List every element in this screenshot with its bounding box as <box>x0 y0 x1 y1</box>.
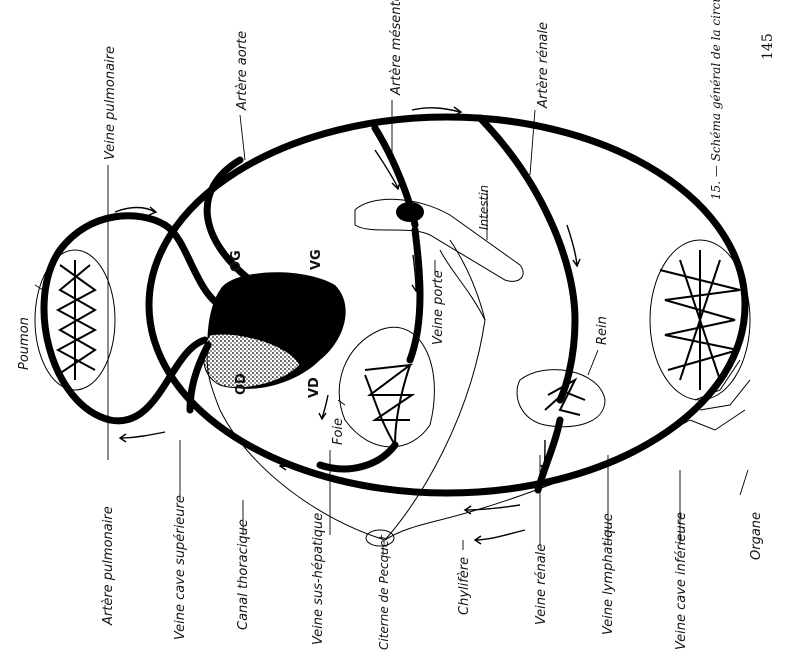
vg-label: VG <box>309 249 324 270</box>
veine-pulmonaire-label: Veine pulmonaire <box>103 46 118 160</box>
rein-label: Rein <box>595 316 610 345</box>
veine-lymphatique-label: Veine lymphatique <box>601 513 616 635</box>
artere-pulmonaire-label: Artère pulmonaire <box>101 506 116 626</box>
veine-sus-hepatique-label: Veine sus-hépatique <box>311 513 326 645</box>
veine-cave-inferieure-label: Veine cave inférieure <box>674 512 689 650</box>
liver-capillaries <box>365 365 412 445</box>
chylifere-label: Chylifère <box>457 557 472 615</box>
og-label: OG <box>229 250 244 272</box>
artere-renale-label: Artère rénale <box>536 22 551 109</box>
canal-thoracique-label: Canal thoracique <box>236 519 251 630</box>
labels-left: Veine pulmonaire Artère aorte Artère més… <box>17 0 764 650</box>
foie-label: Foie <box>331 418 346 445</box>
flow-arrows <box>115 107 580 544</box>
intestin-label: Intestin <box>477 185 491 230</box>
portal-vein-vessel <box>410 230 420 360</box>
renal-artery-vessel <box>480 118 575 400</box>
vd-label: VD <box>307 377 322 398</box>
figure-caption: 15. — Schéma général de la circulation. <box>709 0 723 200</box>
artere-mesenterique-label: Artère mésentérique <box>389 0 404 96</box>
veine-cave-superieure-label: Veine cave supérieure <box>173 495 188 640</box>
hepatic-vein-vessel <box>320 445 395 469</box>
intestine <box>355 199 523 281</box>
intestine-capillaries <box>396 202 424 222</box>
citerne-de-pecquet-label: Citerne de Pecquet <box>377 534 391 650</box>
page-number: 145 <box>760 33 776 60</box>
poumon-label: Poumon <box>17 317 32 370</box>
artere-aorte-label: Artère aorte <box>235 31 250 111</box>
od-label: OD <box>234 373 249 395</box>
veine-renale-label: Veine rénale <box>534 544 549 625</box>
lung-capillaries <box>58 260 95 380</box>
superior-vena-cava <box>190 345 208 410</box>
veine-porte-label: Veine porte <box>431 270 446 345</box>
organe-label: Organe <box>749 512 764 560</box>
